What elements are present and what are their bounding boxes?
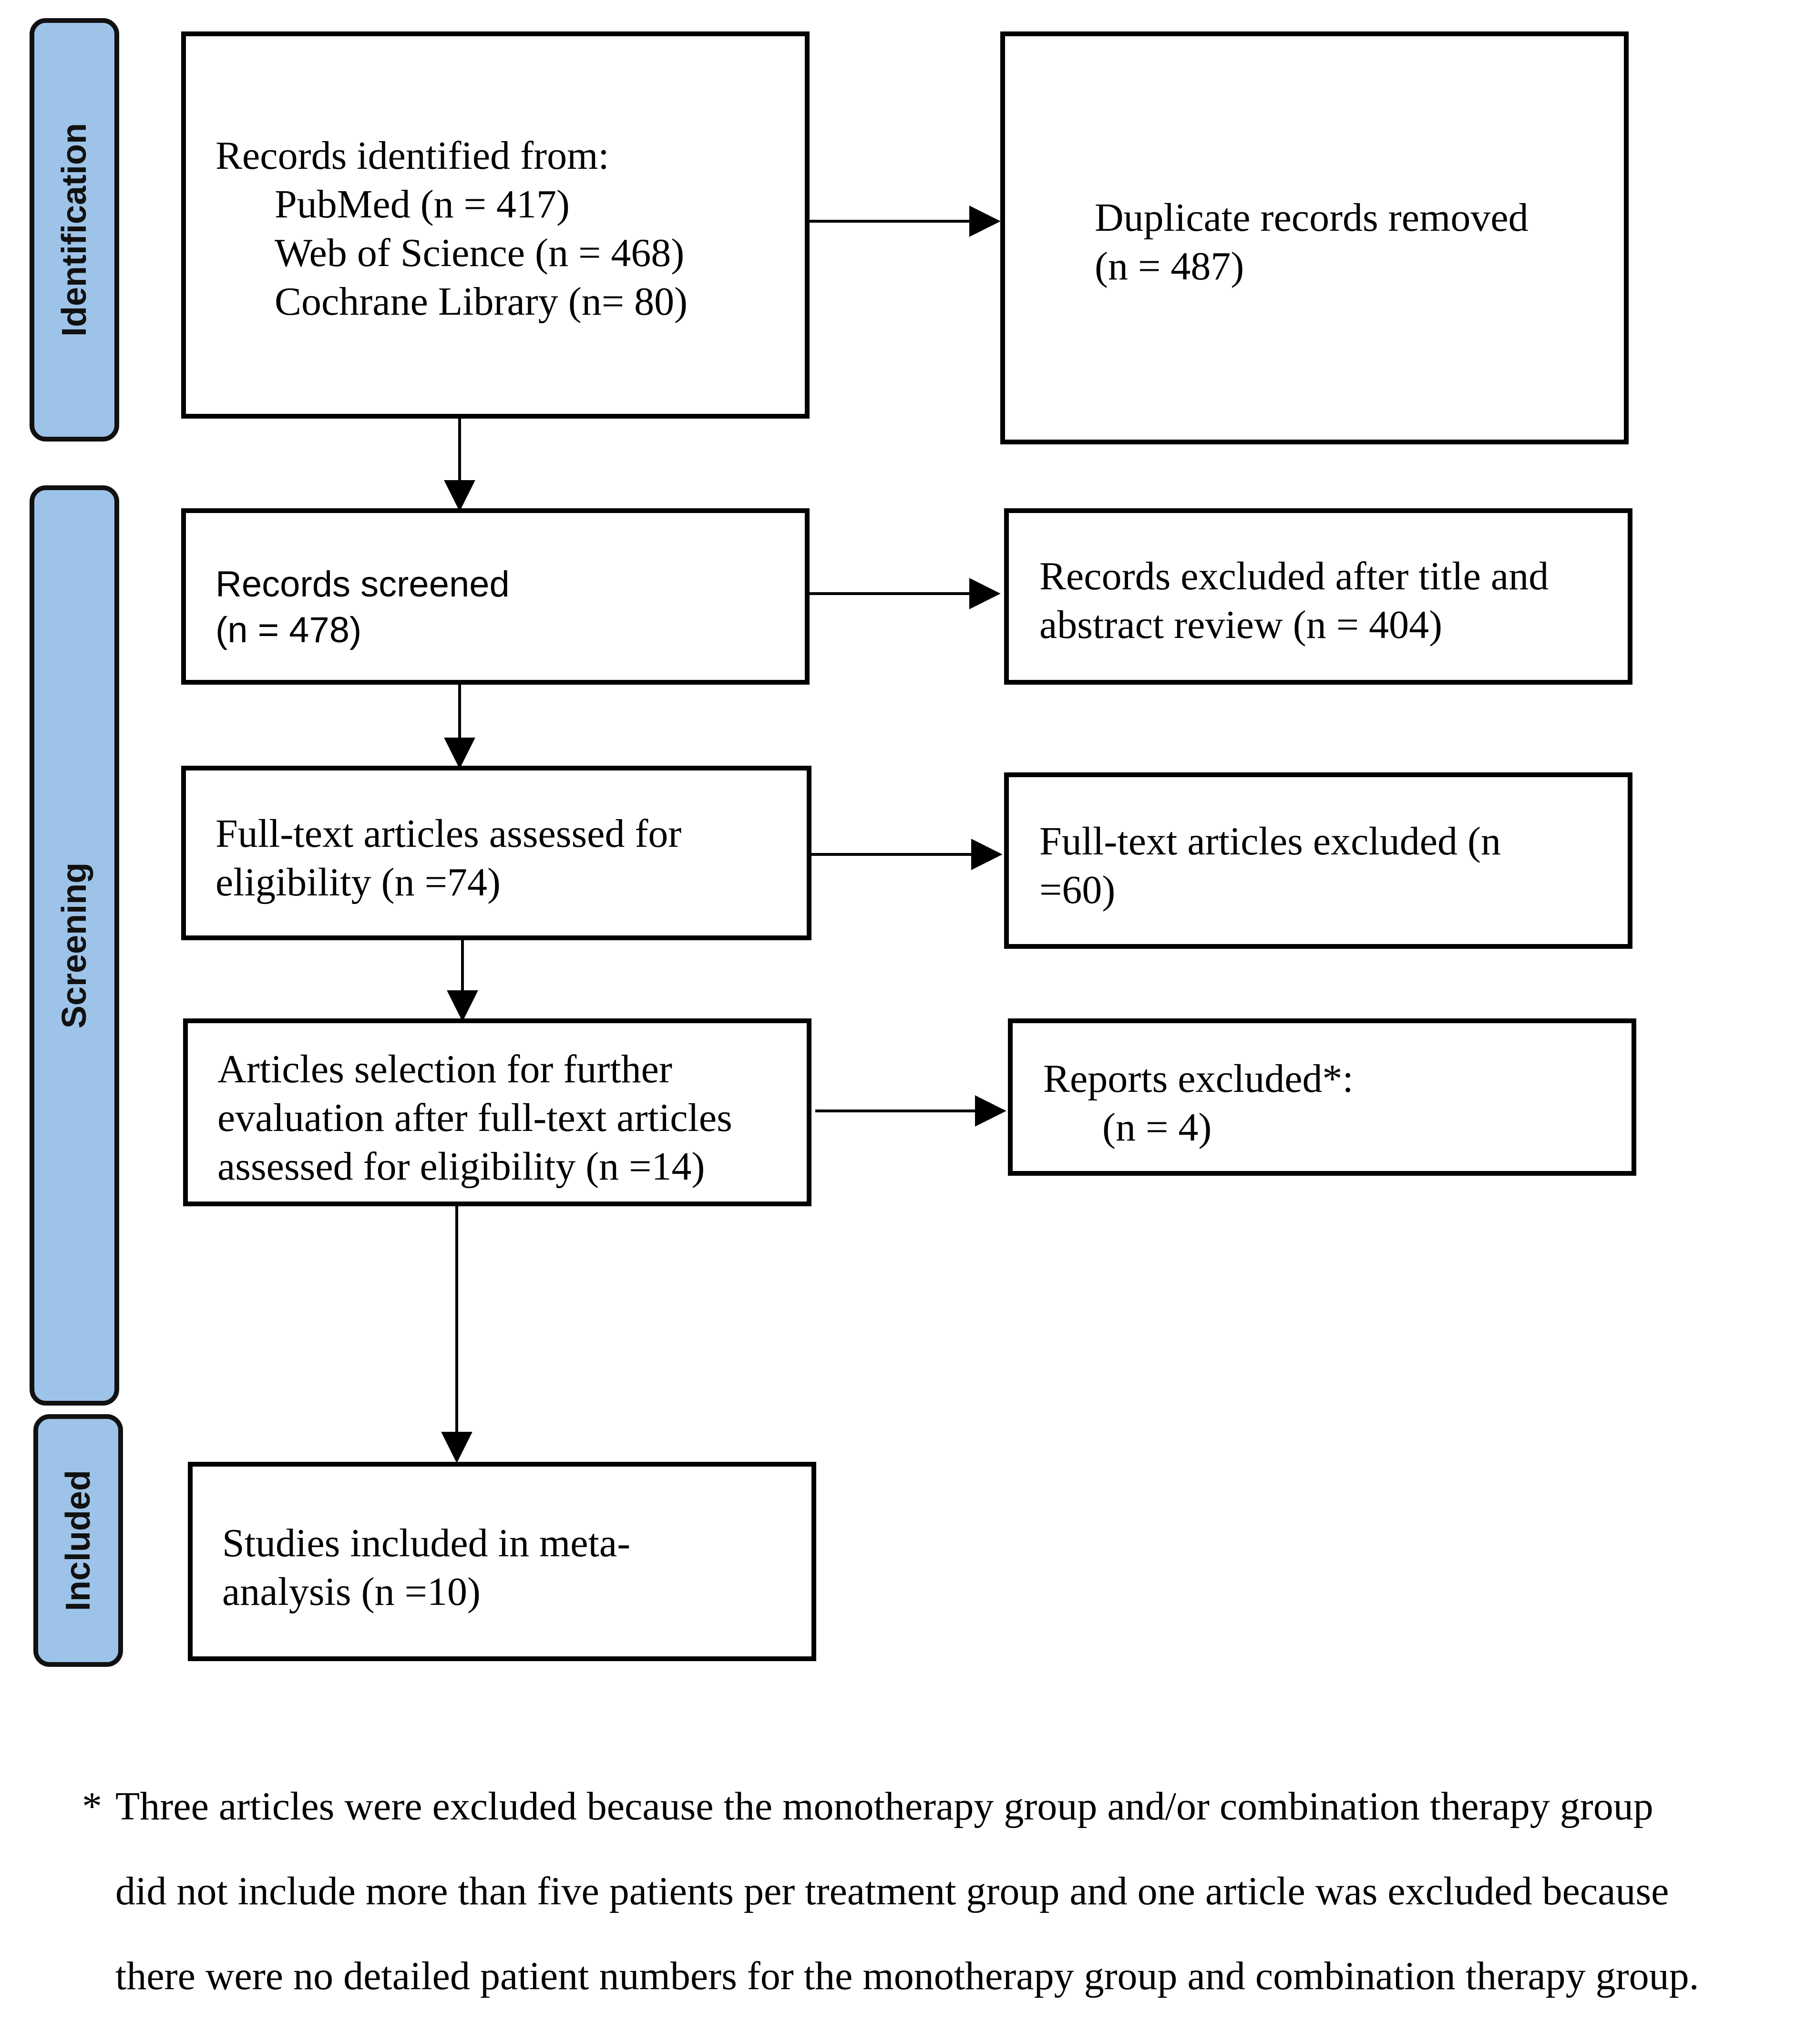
fulltext-assessed-count: eligibility (n =74) (216, 860, 501, 904)
records-screened-label: Records screened (216, 564, 510, 605)
footnote-line-1: Three articles were excluded because the… (115, 1784, 1653, 1828)
records-excluded-count: abstract review (n = 404) (1039, 603, 1443, 647)
phase-identification: Identification (30, 18, 119, 442)
studies-included-label: Studies included in meta- (222, 1521, 631, 1565)
records-identified-box: Records identified from: PubMed (n = 417… (181, 31, 810, 419)
reports-excluded-count: (n = 4) (1102, 1105, 1212, 1150)
records-identified-heading: Records identified from: (216, 134, 609, 178)
footnote-marker: * (82, 1784, 102, 1828)
records-excluded-label: Records excluded after title and (1039, 554, 1549, 598)
arrow-identified-to-screened (444, 419, 475, 512)
phase-screening: Screening (30, 485, 119, 1406)
arrow-screened-to-fulltext (444, 685, 475, 769)
fulltext-assessed-label: Full-text articles assessed for (216, 811, 682, 856)
fulltext-excluded-count: =60) (1039, 868, 1116, 912)
studies-included-box: Studies included in meta- analysis (n =1… (188, 1462, 816, 1661)
source-web-of-science: Web of Science (n = 468) (275, 231, 685, 275)
footnote-line-3: there were no detailed patient numbers f… (115, 1954, 1699, 1998)
arrow-fulltext-to-selection (447, 940, 478, 1022)
records-screened-count: (n = 478) (216, 610, 362, 650)
articles-selection-box: Articles selection for further evaluatio… (183, 1018, 811, 1206)
records-excluded-box: Records excluded after title and abstrac… (1004, 508, 1632, 685)
studies-included-count: analysis (n =10) (222, 1570, 481, 1614)
arrow-selection-to-included (441, 1206, 472, 1463)
reports-excluded-label: Reports excluded*: (1043, 1057, 1354, 1101)
fulltext-excluded-label: Full-text articles excluded (n (1039, 819, 1501, 863)
records-screened-box: Records screened (n = 478) (181, 508, 810, 685)
arrow-identified-to-duplicates (810, 205, 1001, 237)
fulltext-excluded-box: Full-text articles excluded (n =60) (1004, 772, 1632, 949)
arrow-fulltext-to-excluded (811, 839, 1003, 870)
fulltext-assessed-box: Full-text articles assessed for eligibil… (181, 766, 811, 940)
duplicates-removed-label: Duplicate records removed (1095, 195, 1529, 240)
source-pubmed: PubMed (n = 417) (275, 182, 570, 226)
articles-selection-line-1: Articles selection for further (217, 1047, 672, 1091)
duplicates-removed-box: Duplicate records removed (n = 487) (1000, 31, 1629, 444)
source-cochrane-library: Cochrane Library (n= 80) (275, 279, 688, 324)
arrow-screened-to-excluded (810, 578, 1001, 609)
arrow-selection-to-reports-excluded (815, 1095, 1006, 1127)
duplicates-removed-count: (n = 487) (1095, 244, 1244, 288)
reports-excluded-box: Reports excluded*: (n = 4) (1008, 1018, 1636, 1176)
articles-selection-count: assessed for eligibility (n =14) (217, 1144, 705, 1189)
phase-included: Included (33, 1414, 123, 1667)
articles-selection-line-2: evaluation after full-text articles (217, 1096, 732, 1140)
footnote-line-2: did not include more than five patients … (115, 1869, 1669, 1913)
